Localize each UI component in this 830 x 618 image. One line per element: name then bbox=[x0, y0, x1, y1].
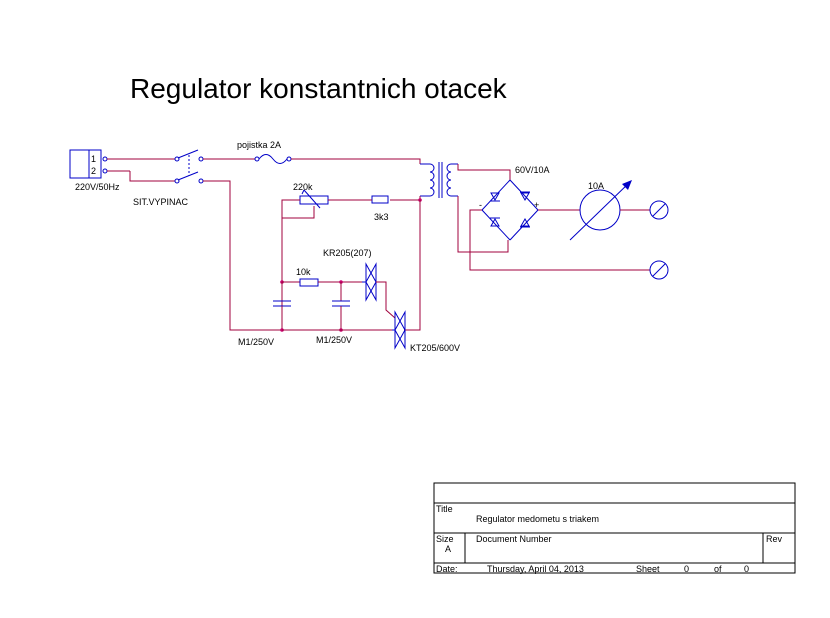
tb-docnum-label: Document Number bbox=[476, 534, 552, 544]
output-terminal-bottom bbox=[649, 260, 669, 280]
resistor-10k: 10k bbox=[296, 267, 319, 287]
capacitor-2: M1/250V bbox=[316, 282, 352, 345]
pin-2-label: 2 bbox=[91, 166, 96, 176]
capacitor-1: M1/250V bbox=[238, 282, 291, 347]
supply-label: 220V/50Hz bbox=[75, 182, 120, 192]
diac-label: KR205(207) bbox=[323, 248, 372, 258]
transformer bbox=[420, 162, 458, 198]
fuse-label: pojistka 2A bbox=[237, 140, 281, 150]
pin-1-label: 1 bbox=[91, 154, 96, 164]
diac: KR205(207) bbox=[323, 248, 377, 302]
tb-rev-label: Rev bbox=[766, 534, 783, 544]
cap2-label: M1/250V bbox=[316, 335, 352, 345]
r3k3-label: 3k3 bbox=[374, 212, 389, 222]
tb-size-value: A bbox=[445, 544, 451, 554]
bridge-rectifier: - + bbox=[479, 179, 539, 241]
output-terminal-top bbox=[649, 200, 669, 220]
pot-label: 220k bbox=[293, 182, 313, 192]
tb-sheet-label: Sheet bbox=[636, 564, 660, 574]
resistor-3k3: 3k3 bbox=[371, 195, 389, 222]
tb-date-value: Thursday, April 04, 2013 bbox=[487, 564, 584, 574]
title-block: Title Regulator medometu s triakem Size … bbox=[433, 482, 796, 574]
bridge-plus-label: + bbox=[534, 200, 539, 210]
tb-sheet-value: 0 bbox=[684, 564, 689, 574]
tb-of-value: 0 bbox=[744, 564, 749, 574]
potentiometer-220k: 220k bbox=[293, 182, 329, 209]
tb-title-label: Title bbox=[436, 504, 453, 514]
ammeter-label: 10A bbox=[588, 181, 604, 191]
r10k-label: 10k bbox=[296, 267, 311, 277]
fuse: pojistka 2A bbox=[237, 140, 292, 164]
mains-connector: 1 2 220V/50Hz bbox=[69, 149, 120, 192]
triac: KT205/600V bbox=[392, 310, 460, 353]
tb-title-value: Regulator medometu s triakem bbox=[476, 514, 599, 524]
secondary-label: 60V/10A bbox=[515, 165, 550, 175]
page-title: Regulator konstantnich otacek bbox=[130, 73, 507, 104]
triac-label: KT205/600V bbox=[410, 343, 460, 353]
cap1-label: M1/250V bbox=[238, 337, 274, 347]
tb-size-label: Size bbox=[436, 534, 454, 544]
bridge-minus-label: - bbox=[479, 200, 482, 210]
switch-label: SIT.VYPINAC bbox=[133, 197, 189, 207]
tb-date-label: Date: bbox=[436, 564, 458, 574]
tb-of-label: of bbox=[714, 564, 722, 574]
